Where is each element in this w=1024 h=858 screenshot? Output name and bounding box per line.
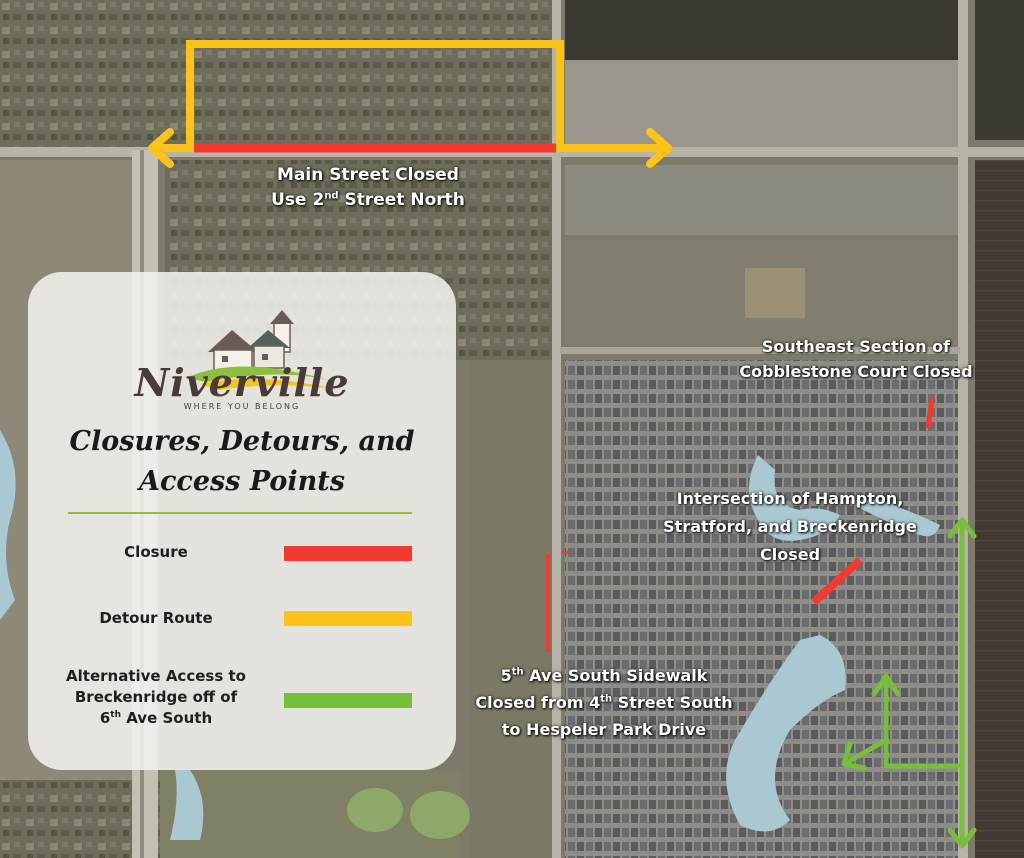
legend-title: Closures, Detours, and Access Points bbox=[28, 422, 456, 502]
legend-detour-swatch bbox=[284, 611, 412, 626]
main-street-closed-label: Main Street Closed Use 2nd Street North bbox=[262, 163, 474, 213]
legend-access-swatch bbox=[284, 693, 412, 708]
fifth-ave-label-line3: to Hespeler Park Drive bbox=[501, 720, 707, 739]
brand-name: Niverville bbox=[134, 360, 350, 405]
fifth-ave-line2-sup: th bbox=[600, 693, 613, 705]
legend-panel: Niverville WHERE YOU BELONG Closures, De… bbox=[28, 272, 456, 770]
hampton-label-line3: Closed bbox=[759, 545, 821, 564]
fifth-ave-label-line1: 5th Ave South Sidewalk bbox=[455, 662, 753, 689]
main-street-line2-post: Street North bbox=[338, 190, 465, 210]
brand-tagline: WHERE YOU BELONG bbox=[183, 402, 301, 411]
legend-access-line3-pre: 6 bbox=[99, 709, 111, 727]
hampton-label-line1: Intersection of Hampton, bbox=[676, 489, 904, 508]
fifth-ave-line2-post: Street South bbox=[612, 693, 733, 712]
legend-title-line1: Closures, Detours, and bbox=[69, 426, 415, 457]
legend-access-line1: Alternative Access to bbox=[66, 667, 246, 685]
house-icon bbox=[208, 330, 290, 371]
cobblestone-closed-label: Southeast Section of Cobblestone Court C… bbox=[722, 334, 990, 384]
legend-access-line3-post: Ave South bbox=[121, 709, 213, 727]
legend-access-line2: Breckenridge off of bbox=[74, 688, 238, 706]
alternative-access-route bbox=[841, 517, 977, 849]
cobblestone-label-line1: Southeast Section of bbox=[761, 337, 951, 356]
cobblestone-label-line2: Cobblestone Court Closed bbox=[739, 362, 973, 381]
niverville-logo-icon bbox=[186, 310, 330, 390]
main-street-line2-sup: nd bbox=[324, 190, 339, 202]
hampton-label-line2: Stratford, and Breckenridge bbox=[663, 517, 917, 536]
fifth-ave-sidewalk-label: 5th Ave South Sidewalk Closed from 4th S… bbox=[455, 662, 753, 743]
closure-hampton-intersection bbox=[811, 557, 863, 605]
fifth-ave-line1-sup: th bbox=[511, 666, 524, 678]
legend-detour-label: Detour Route bbox=[99, 609, 213, 627]
fifth-ave-line1-pre: 5 bbox=[500, 666, 512, 685]
legend-closure-label: Closure bbox=[124, 543, 188, 561]
legend-closure-swatch bbox=[284, 546, 412, 561]
fifth-ave-label-line2: Closed from 4th Street South bbox=[455, 689, 753, 716]
legend-access-line3: 6th Ave South bbox=[46, 708, 266, 729]
hampton-intersection-label: Intersection of Hampton, Stratford, and … bbox=[640, 485, 940, 569]
legend-access-label: Alternative Access to Breckenridge off o… bbox=[46, 666, 266, 729]
fifth-ave-line2-pre: Closed from 4 bbox=[475, 693, 601, 712]
main-street-label-line2: Use 2nd Street North bbox=[262, 188, 474, 213]
closure-5th-ave-sidewalk bbox=[546, 550, 569, 652]
main-street-line2-pre: Use 2 bbox=[271, 190, 325, 210]
legend-title-line2: Access Points bbox=[139, 466, 345, 497]
legend-access-line3-sup: th bbox=[110, 710, 122, 720]
main-street-label-line1: Main Street Closed bbox=[277, 165, 459, 185]
legend-divider bbox=[68, 512, 412, 514]
closure-cobblestone-court bbox=[925, 397, 935, 429]
fifth-ave-line1-post: Ave South Sidewalk bbox=[523, 666, 708, 685]
